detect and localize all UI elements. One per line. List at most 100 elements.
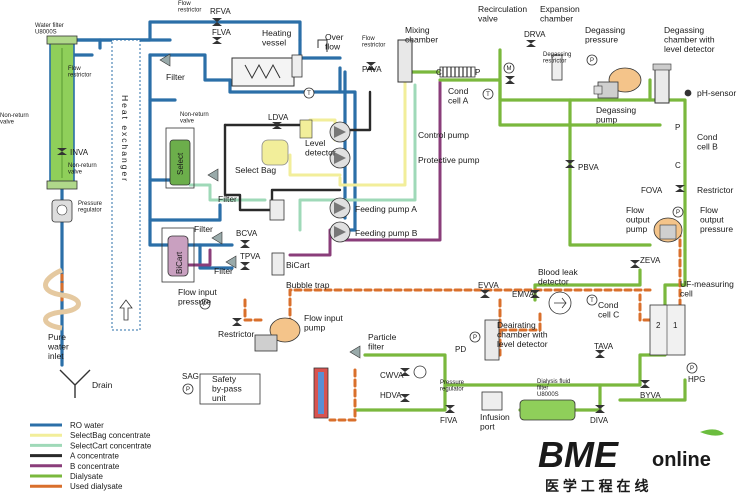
bcva-valve [240, 240, 250, 248]
pressure-regulator-bottom-gauge [413, 365, 427, 379]
pbva-valve [565, 160, 575, 168]
label-cond-b-p: P [675, 123, 680, 132]
label-pbva: PBVA [578, 163, 599, 172]
label-bicart-vessel: BiCart [175, 251, 184, 274]
label-tpva: TPVA [240, 252, 261, 261]
label-select-bag: Select Bag [235, 165, 276, 175]
label-filter-mid: Filter [218, 194, 237, 204]
label-pd: PD [455, 345, 466, 354]
p-input-letter: P [203, 302, 207, 308]
bicart-vessel [167, 235, 189, 277]
select-bag [261, 139, 289, 166]
tava-valve [595, 350, 605, 358]
t-cond-a-letter: T [486, 92, 490, 98]
particle-filter [349, 345, 361, 359]
bicart-frame [161, 227, 195, 283]
legend-label-ro-water: RO water [70, 421, 104, 430]
pipe-network [60, 20, 687, 422]
filters [159, 53, 361, 359]
safety-bypass-unit [199, 373, 261, 405]
drain-fork [59, 369, 91, 398]
label-diva: DIVA [590, 416, 609, 425]
t-gauge-overflow [303, 87, 315, 99]
p-sag-letter: P [186, 387, 190, 393]
flow-input-pump [254, 317, 301, 352]
label-cond-b-c: C [675, 161, 681, 170]
t-gauge-cond-a [482, 88, 494, 100]
p-gauge-degassing [586, 54, 598, 66]
components: P T T M P P T P P P [43, 18, 698, 421]
gauges [182, 54, 698, 395]
overflow-pipe [317, 39, 328, 52]
uf-measuring-cell [649, 304, 686, 356]
label-feeding-pump-b: Feeding pump B [355, 228, 418, 238]
expansion-chamber [551, 54, 563, 81]
water-filter-bottom [46, 180, 78, 190]
m-motor-letter: M [507, 66, 512, 72]
label-filter-bcva: Filter [194, 224, 213, 234]
used-dialysate-pipes [60, 228, 682, 422]
label-zeva: ZEVA [640, 256, 661, 265]
label-filter-top: Filter [166, 72, 185, 82]
label-uf-2: 2 [656, 321, 661, 330]
p-output-letter: P [676, 210, 680, 216]
bubble-trap [271, 252, 285, 276]
label-feeding-pump-a: Feeding pump A [355, 204, 417, 214]
label-bicart: BiCart [286, 260, 310, 270]
level-detector [299, 119, 313, 139]
label-inva: INVA [70, 148, 89, 157]
inva-valve [57, 148, 67, 155]
label-tava: TAVA [594, 342, 614, 351]
flow-output-pump [653, 217, 683, 243]
label-cond-c: C [436, 68, 442, 77]
degassing-chamber [654, 67, 670, 104]
selectcart-pipes [188, 83, 417, 232]
deairating-chamber [484, 319, 500, 361]
legend-label-dialysate: Dialysate [70, 472, 103, 481]
p-gauge-input [199, 298, 211, 310]
label-ldva: LDVA [268, 113, 289, 122]
degassing-chamber-cap [652, 63, 672, 71]
restrictor-bottom-valve [232, 318, 242, 326]
logo-brand-big: BME [538, 434, 619, 475]
label-drva: DRVA [524, 30, 546, 39]
zeva-valve [630, 260, 640, 268]
label-rfva: RFVA [210, 7, 231, 16]
infusion-port [481, 391, 503, 411]
dialysate-pipes [353, 48, 687, 412]
p-gauge-hpg [686, 362, 698, 374]
label-control-pump: Control pump [418, 130, 469, 140]
logo-chinese: 医 学 工 程 在 线 [545, 478, 648, 494]
legend-label-b-concentrate: B concentrate [70, 462, 120, 471]
label-bcva: BCVA [236, 229, 258, 238]
hdva-valve [400, 394, 410, 402]
label-byva: BYVA [640, 391, 661, 400]
label-protective-pump: Protective pump [418, 155, 480, 165]
diva-valve [595, 405, 605, 413]
tpva-valve [240, 262, 250, 270]
cond-cell-a [439, 66, 476, 78]
logo-leaf-icon [700, 429, 724, 436]
ph-sensor-dot [684, 89, 692, 97]
m-motor [503, 62, 515, 74]
legend-label-used-dialysate: Used dialysate [70, 482, 123, 491]
t-gauge-cond-c [586, 294, 598, 306]
